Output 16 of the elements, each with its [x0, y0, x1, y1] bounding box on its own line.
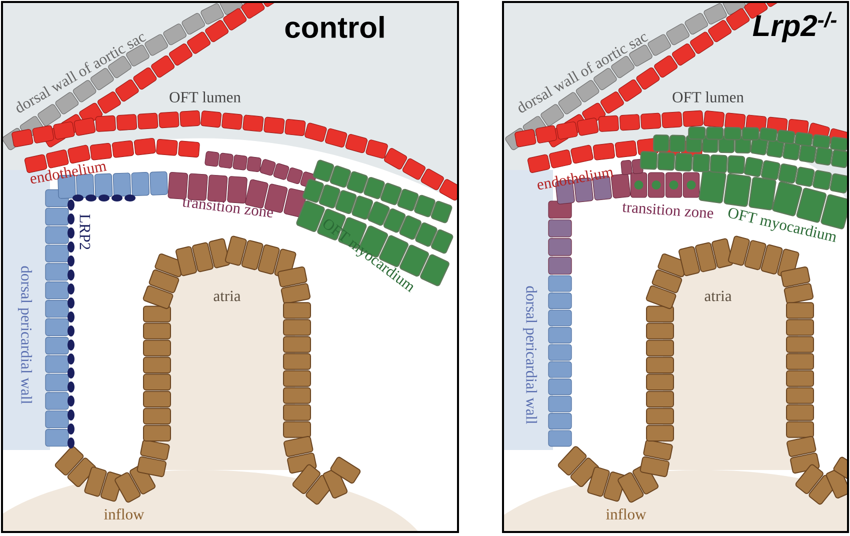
tissue-label: OFT lumen: [170, 92, 241, 102]
tissue-label: OFT myocardium: [728, 208, 836, 242]
tissue-label: atria: [214, 290, 241, 302]
tissue-label: atria: [704, 290, 732, 302]
tissue-label: transition zone: [622, 203, 714, 218]
tissue-label: LRP2: [80, 214, 90, 250]
tissue-label: endothelium: [538, 170, 614, 190]
panel-title: control: [285, 16, 384, 38]
tissue-label: dorsal pericardial wall: [18, 266, 32, 404]
tissue-label: dorsal pericardial wall: [522, 286, 538, 424]
tissue-label: transition zone: [182, 198, 273, 218]
panel-title: Lrp2$^{-/-}$: [752, 12, 837, 42]
tissue-label: endothelium: [30, 164, 107, 184]
tissue-label: inflow: [104, 508, 144, 520]
tissue-label: OFT lumen: [672, 92, 744, 102]
tissue-label: inflow: [606, 508, 646, 520]
